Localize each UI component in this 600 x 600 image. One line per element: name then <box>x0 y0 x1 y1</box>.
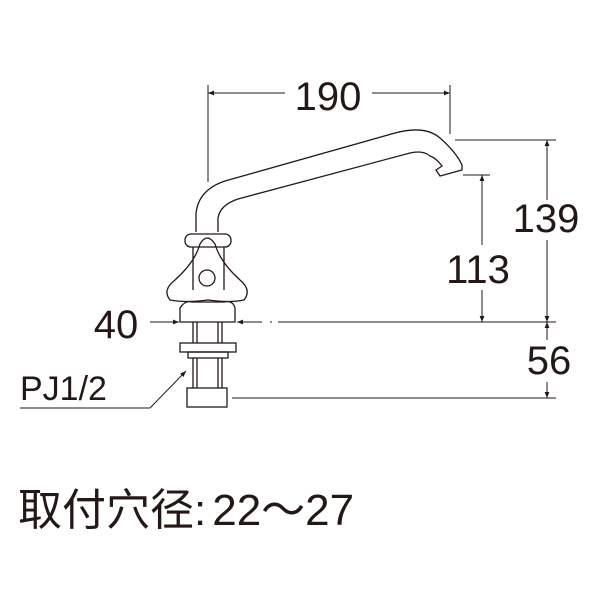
handle-collar <box>184 233 232 248</box>
spout <box>195 129 463 232</box>
lock-nut <box>179 342 237 353</box>
mounting-hole-range: 22～27 <box>212 486 354 535</box>
bottom-nut <box>186 387 228 408</box>
handle-width-label: 40 <box>94 303 139 347</box>
mounting-hole-separator: : <box>194 486 206 535</box>
spout-height-label: 113 <box>446 248 510 292</box>
dimension-lines <box>20 85 556 409</box>
faucet-drawing <box>166 129 463 408</box>
handle-base <box>179 300 236 323</box>
thread-size-label: PJ1/2 <box>20 370 107 408</box>
handle <box>166 237 248 303</box>
shank <box>192 322 223 388</box>
washer <box>187 351 229 359</box>
total-height-label: 139 <box>513 197 580 241</box>
mounting-hole-text: 取付穴径:22～27 <box>18 486 354 535</box>
handle-hole-icon <box>198 269 216 287</box>
spout-reach-label: 190 <box>295 75 362 119</box>
mounting-hole-label: 取付穴径 <box>18 486 194 535</box>
shank-length-label: 56 <box>527 339 572 383</box>
